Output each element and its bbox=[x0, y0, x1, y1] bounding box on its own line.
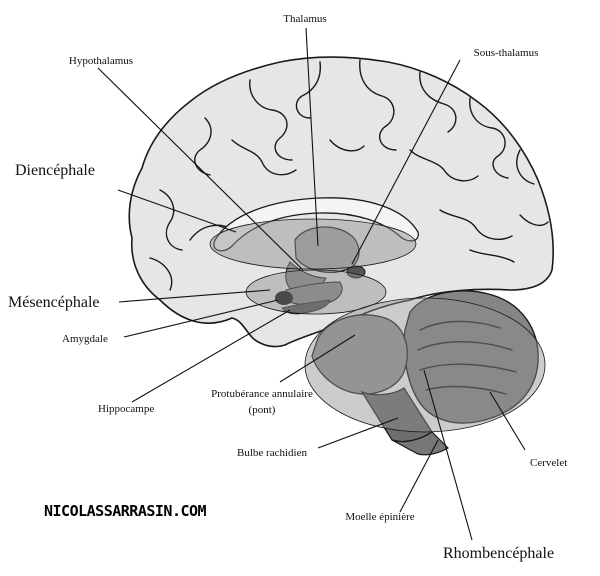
label-rhombencephale: Rhombencéphale bbox=[443, 545, 554, 562]
label-bulbe: Bulbe rachidien bbox=[237, 447, 307, 459]
label-protuberance-line1: Protubérance annulaire bbox=[211, 388, 313, 400]
label-diencephale: Diencéphale bbox=[15, 162, 95, 179]
label-hypothalamus: Hypothalamus bbox=[69, 55, 133, 67]
label-cervelet: Cervelet bbox=[530, 457, 567, 469]
bulbe-leader bbox=[318, 418, 398, 448]
label-amygdale: Amygdale bbox=[62, 333, 108, 345]
watermark-text: NICOLASSARRASIN.COM bbox=[44, 502, 207, 520]
label-moelle: Moelle épinière bbox=[345, 511, 414, 523]
label-hippocampe: Hippocampe bbox=[98, 403, 154, 415]
diencephale-region bbox=[210, 219, 416, 269]
label-sous-thalamus: Sous-thalamus bbox=[474, 47, 539, 59]
label-thalamus: Thalamus bbox=[283, 13, 326, 25]
label-mesencephale: Mésencéphale bbox=[8, 294, 100, 311]
label-protuberance-line2: (pont) bbox=[249, 404, 276, 416]
rhombencephale-region bbox=[305, 298, 545, 432]
